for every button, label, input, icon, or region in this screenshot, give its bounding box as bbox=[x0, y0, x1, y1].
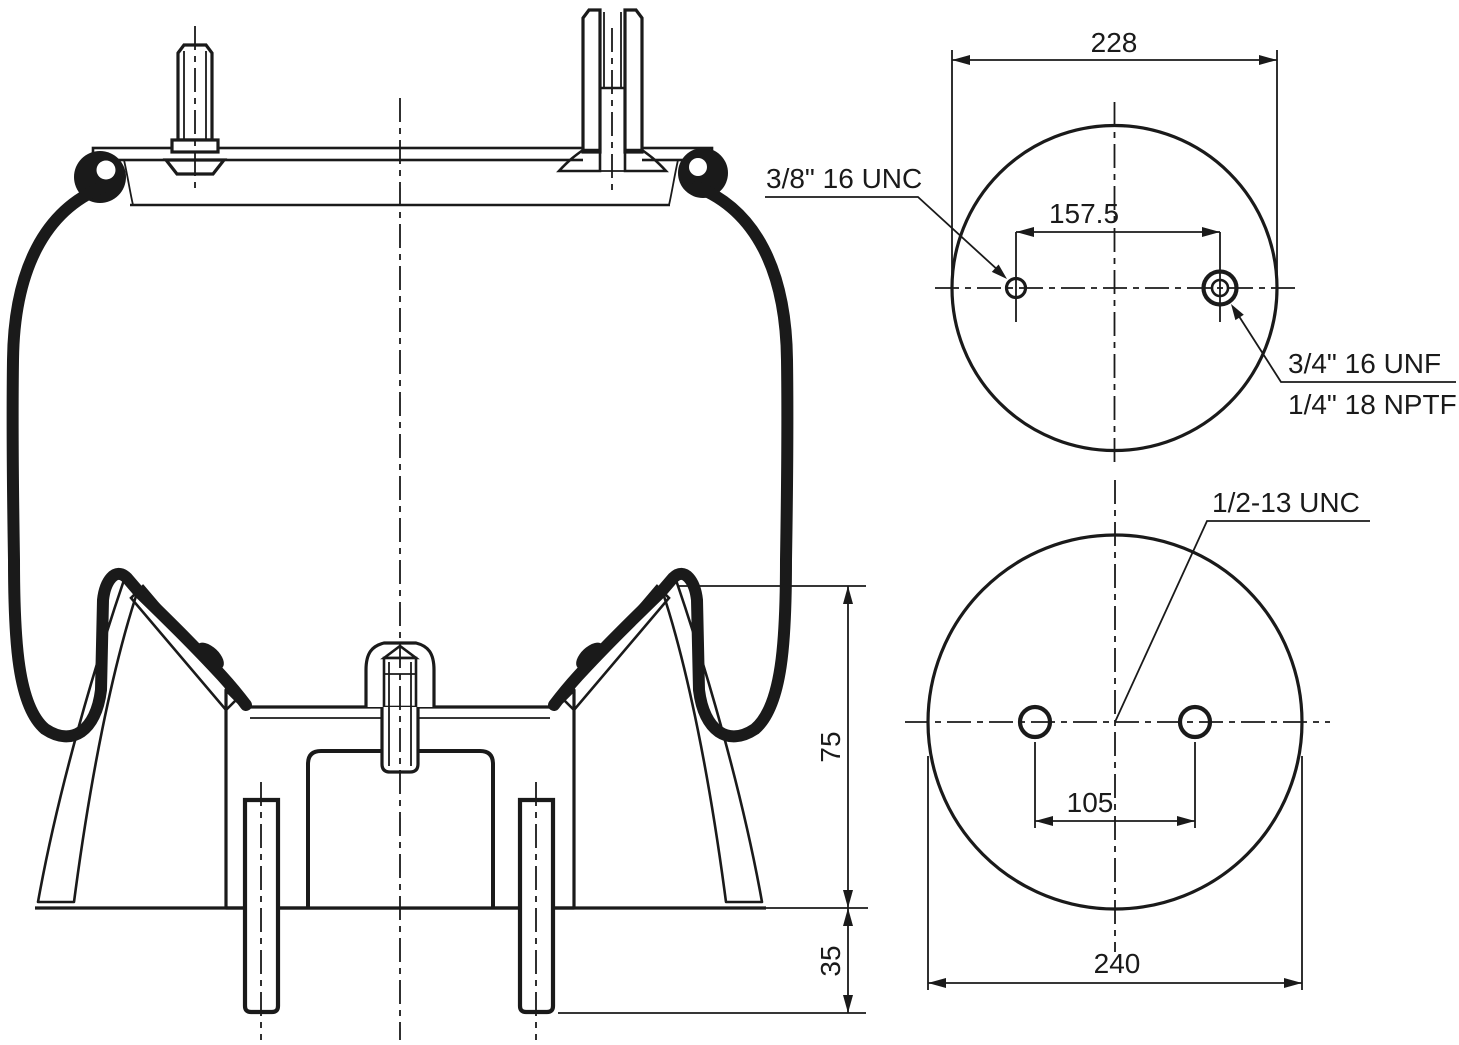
leader-line bbox=[1114, 520, 1370, 723]
dimension-228: 228 bbox=[951, 27, 1278, 290]
piston-skirt-right bbox=[660, 578, 764, 904]
arrow-left bbox=[1016, 227, 1034, 237]
dim-228-text: 228 bbox=[1091, 27, 1138, 58]
arrow-right bbox=[1202, 227, 1220, 237]
arrow-right bbox=[1259, 55, 1277, 65]
air-fitting-flare-right bbox=[623, 148, 669, 173]
mounting-stud-bottom-right bbox=[517, 797, 556, 1015]
arrow-down bbox=[843, 995, 853, 1013]
leader-line bbox=[765, 196, 1001, 273]
dimension-35: 35 bbox=[558, 908, 866, 1014]
bead-roll-left-core bbox=[96, 160, 116, 180]
bellows-bumper-left bbox=[196, 642, 224, 670]
leader-arrow bbox=[1231, 304, 1244, 321]
dim-105-text: 105 bbox=[1067, 787, 1114, 818]
dim-35-text: 35 bbox=[815, 945, 846, 976]
dim-240-text: 240 bbox=[1094, 948, 1141, 979]
air-fitting-thread-lines bbox=[603, 12, 622, 88]
stud-hole-bottom-right bbox=[1177, 704, 1213, 740]
air-fitting-hole-inner bbox=[1210, 278, 1230, 298]
arrow-down bbox=[843, 890, 853, 908]
air-fitting-hole-outer bbox=[1201, 269, 1239, 307]
stud-hole-top-view bbox=[1004, 276, 1028, 300]
arrow-right bbox=[1284, 978, 1302, 988]
arrow-left bbox=[928, 978, 946, 988]
label-air-fitting-line1: 3/4" 16 UNF bbox=[1288, 348, 1441, 379]
arrow-up bbox=[843, 908, 853, 926]
mounting-stud-bottom-left bbox=[242, 797, 281, 1015]
ext-lines bbox=[1034, 742, 1196, 828]
air-fitting-wall-left bbox=[581, 8, 602, 154]
ext-lines bbox=[951, 50, 1278, 290]
arrow-left bbox=[952, 55, 970, 65]
mounting-stud-top bbox=[162, 43, 228, 176]
side-section-view: 75 35 bbox=[6, 8, 868, 1040]
ext-lines bbox=[927, 756, 1303, 990]
dimension-75: 75 bbox=[678, 585, 868, 909]
stud-hole-bottom-left bbox=[1017, 704, 1053, 740]
dimension-240: 240 bbox=[927, 756, 1303, 990]
arrow-up bbox=[843, 586, 853, 604]
leader-arrow bbox=[991, 264, 1007, 279]
bolt-thread-lines bbox=[388, 662, 412, 766]
bottom-plan-view: 1/2-13 UNC 105 240 bbox=[905, 480, 1370, 990]
bellows bbox=[6, 181, 794, 743]
callout-bottom-stud-thread: 1/2-13 UNC bbox=[1114, 487, 1370, 723]
bead-roll-right-core bbox=[689, 158, 707, 176]
top-plan-view: 228 157.5 3/8" 16 UNC 3/4" 16 UNF 1/4" 1… bbox=[765, 27, 1457, 468]
callout-air-fitting-thread: 3/4" 16 UNF 1/4" 18 NPTF bbox=[1231, 304, 1457, 420]
air-fitting-wall-right bbox=[623, 8, 644, 154]
plate-flange-left bbox=[123, 159, 134, 206]
leader-line bbox=[1234, 309, 1456, 383]
ext-lines bbox=[1015, 232, 1221, 322]
piston-skirt-left bbox=[36, 578, 140, 904]
label-bottom-stud-thread: 1/2-13 UNC bbox=[1212, 487, 1360, 518]
bellows-wall-left bbox=[6, 181, 252, 743]
stud-thread-lines bbox=[183, 51, 207, 140]
air-fitting-flare-left bbox=[556, 148, 602, 173]
bellows-wall-right bbox=[548, 181, 794, 743]
label-stud-thread: 3/8" 16 UNC bbox=[766, 163, 922, 194]
top-plate-strip-bg bbox=[93, 148, 712, 160]
dim-157-5-text: 157.5 bbox=[1049, 198, 1119, 229]
dimension-105: 105 bbox=[1034, 742, 1196, 828]
arrow-left bbox=[1035, 816, 1053, 826]
plate-flange-right bbox=[668, 159, 679, 206]
dim-75-text: 75 bbox=[815, 731, 846, 762]
bellows-bumper-right bbox=[576, 642, 604, 670]
dimension-157-5: 157.5 bbox=[1015, 198, 1221, 322]
callout-stud-thread: 3/8" 16 UNC bbox=[765, 163, 1007, 279]
arrow-right bbox=[1177, 816, 1195, 826]
label-air-fitting-line2: 1/4" 18 NPTF bbox=[1288, 389, 1457, 420]
